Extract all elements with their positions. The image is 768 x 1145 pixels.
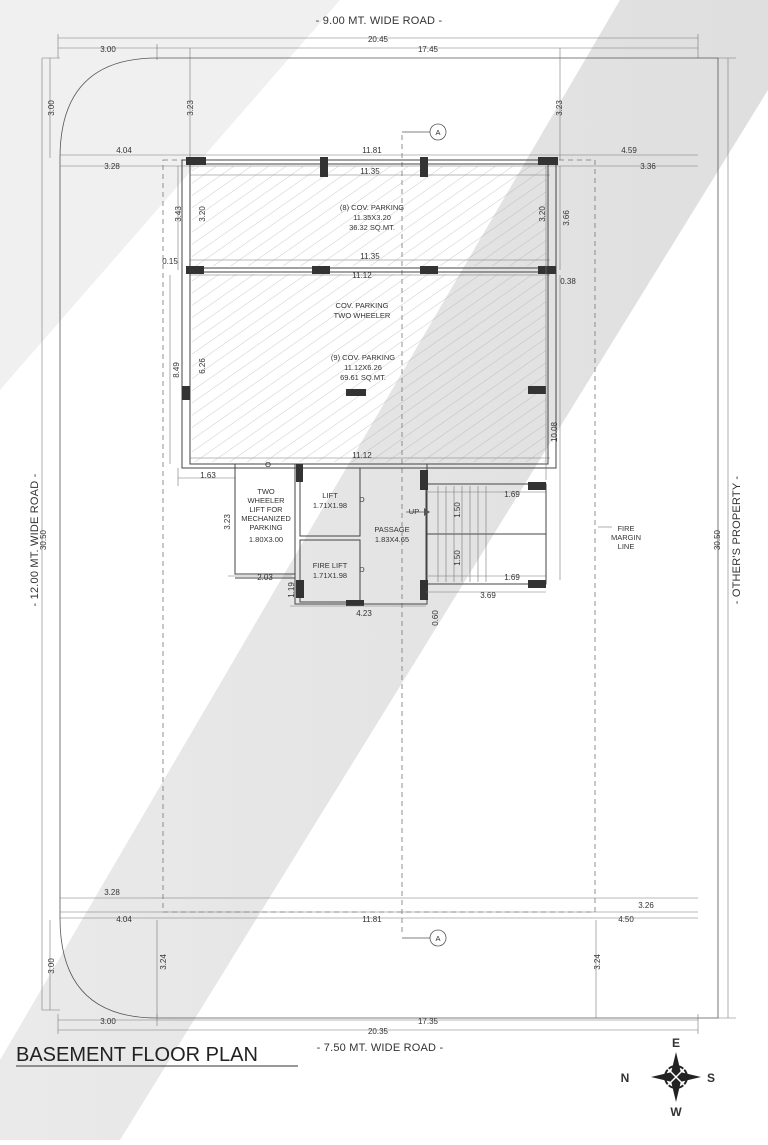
road-left-label: - 12.00 MT. WIDE ROAD - xyxy=(29,473,41,606)
svg-text:30.50: 30.50 xyxy=(39,529,48,550)
svg-text:3.00: 3.00 xyxy=(100,45,116,54)
svg-text:1.80X3.00: 1.80X3.00 xyxy=(249,535,283,544)
section-marker-top: A xyxy=(402,123,447,141)
svg-text:1.71X1.98: 1.71X1.98 xyxy=(313,501,347,510)
svg-text:3.43: 3.43 xyxy=(174,206,183,222)
svg-text:4.59: 4.59 xyxy=(621,146,637,155)
svg-text:36.32 SQ.MT.: 36.32 SQ.MT. xyxy=(349,223,395,232)
svg-text:1.69: 1.69 xyxy=(504,573,520,582)
svg-text:1.50: 1.50 xyxy=(453,502,462,518)
svg-text:3.20: 3.20 xyxy=(538,206,547,222)
columns xyxy=(182,157,558,606)
compass-rose-icon xyxy=(651,1052,701,1102)
svg-text:COV. PARKING: COV. PARKING xyxy=(336,301,389,310)
svg-text:11.12: 11.12 xyxy=(352,271,372,280)
svg-text:17.45: 17.45 xyxy=(418,45,439,54)
svg-text:1.63: 1.63 xyxy=(200,471,216,480)
svg-text:1.69: 1.69 xyxy=(504,490,520,499)
svg-text:30.50: 30.50 xyxy=(713,529,722,550)
svg-text:3.36: 3.36 xyxy=(640,162,656,171)
svg-text:MARGIN: MARGIN xyxy=(611,533,641,542)
svg-text:17.35: 17.35 xyxy=(418,1017,439,1026)
svg-text:3.24: 3.24 xyxy=(159,954,168,970)
svg-text:4.04: 4.04 xyxy=(116,915,132,924)
compass-e: E xyxy=(672,1036,680,1050)
svg-text:LIFT FOR: LIFT FOR xyxy=(249,505,283,514)
svg-text:TWO: TWO xyxy=(257,487,275,496)
svg-text:3.28: 3.28 xyxy=(104,888,120,897)
svg-text:3.23: 3.23 xyxy=(186,100,195,116)
compass-s: S xyxy=(707,1071,715,1085)
svg-text:3.00: 3.00 xyxy=(47,100,56,116)
svg-text:3.00: 3.00 xyxy=(47,958,56,974)
svg-text:4.50: 4.50 xyxy=(618,915,634,924)
svg-text:1.71X1.98: 1.71X1.98 xyxy=(313,571,347,580)
svg-text:0.15: 0.15 xyxy=(162,257,178,266)
svg-text:69.61 SQ.MT.: 69.61 SQ.MT. xyxy=(340,373,386,382)
svg-text:O: O xyxy=(265,460,271,469)
svg-text:1.83X4.65: 1.83X4.65 xyxy=(375,535,409,544)
building-walls xyxy=(181,159,557,605)
drawing-title: BASEMENT FLOOR PLAN xyxy=(16,1044,258,1066)
svg-text:(8) COV. PARKING: (8) COV. PARKING xyxy=(340,203,404,212)
svg-text:11.12X6.26: 11.12X6.26 xyxy=(344,363,382,372)
svg-text:0.38: 0.38 xyxy=(560,277,576,286)
svg-text:FIRE: FIRE xyxy=(617,524,634,533)
svg-text:0.60: 0.60 xyxy=(431,610,440,626)
svg-text:1.50: 1.50 xyxy=(453,550,462,566)
svg-text:LIFT: LIFT xyxy=(322,491,338,500)
svg-text:3.00: 3.00 xyxy=(100,1017,116,1026)
road-right-label: - OTHER'S PROPERTY - xyxy=(731,476,743,605)
svg-text:PASSAGE: PASSAGE xyxy=(374,525,409,534)
svg-text:11.35: 11.35 xyxy=(360,252,380,261)
svg-text:8.49: 8.49 xyxy=(172,362,181,378)
svg-text:LINE: LINE xyxy=(618,542,635,551)
svg-text:6.26: 6.26 xyxy=(198,358,207,374)
svg-text:(9) COV. PARKING: (9) COV. PARKING xyxy=(331,353,395,362)
svg-text:20.35: 20.35 xyxy=(368,1027,389,1036)
room-labels: (8) COV. PARKING 11.35X3.20 36.32 SQ.MT.… xyxy=(241,203,641,580)
svg-text:11.81: 11.81 xyxy=(362,146,382,155)
svg-text:A: A xyxy=(435,128,440,137)
svg-text:UP: UP xyxy=(409,507,419,516)
svg-text:3.26: 3.26 xyxy=(638,901,654,910)
vertical-dimension-labels: 3.00 3.23 3.23 3.43 3.20 3.20 3.66 8.49 … xyxy=(39,100,722,974)
compass-w: W xyxy=(670,1105,682,1119)
svg-text:A: A xyxy=(435,934,440,943)
svg-text:11.12: 11.12 xyxy=(352,451,372,460)
svg-text:4.23: 4.23 xyxy=(356,609,372,618)
svg-text:3.28: 3.28 xyxy=(104,162,120,171)
svg-text:3.20: 3.20 xyxy=(198,206,207,222)
svg-text:D: D xyxy=(359,495,365,504)
compass-n: N xyxy=(621,1071,630,1085)
road-top-label: - 9.00 MT. WIDE ROAD - xyxy=(316,15,443,27)
svg-text:3.66: 3.66 xyxy=(562,210,571,226)
svg-text:3.23: 3.23 xyxy=(223,514,232,530)
svg-text:FIRE LIFT: FIRE LIFT xyxy=(313,561,348,570)
road-bottom-label: - 7.50 MT. WIDE ROAD - xyxy=(317,1042,444,1054)
svg-text:4.04: 4.04 xyxy=(116,146,132,155)
svg-text:10.08: 10.08 xyxy=(550,421,559,442)
svg-text:1.19: 1.19 xyxy=(287,582,296,598)
section-marker-bottom: A xyxy=(402,929,447,947)
svg-text:3.24: 3.24 xyxy=(593,954,602,970)
svg-text:D: D xyxy=(359,565,365,574)
svg-text:TWO WHEELER: TWO WHEELER xyxy=(334,311,391,320)
svg-text:11.35: 11.35 xyxy=(360,167,380,176)
svg-text:3.23: 3.23 xyxy=(555,100,564,116)
svg-text:2.03: 2.03 xyxy=(257,573,273,582)
svg-text:3.69: 3.69 xyxy=(480,591,496,600)
svg-text:20.45: 20.45 xyxy=(368,35,389,44)
dimension-labels: 20.45 3.00 17.45 4.04 11.81 4.59 3.28 11… xyxy=(100,35,656,1036)
svg-text:PARKING: PARKING xyxy=(249,523,282,532)
svg-text:11.81: 11.81 xyxy=(362,915,382,924)
svg-text:MECHANIZED: MECHANIZED xyxy=(241,514,291,523)
svg-text:11.35X3.20: 11.35X3.20 xyxy=(353,213,391,222)
svg-text:WHEELER: WHEELER xyxy=(247,496,285,505)
